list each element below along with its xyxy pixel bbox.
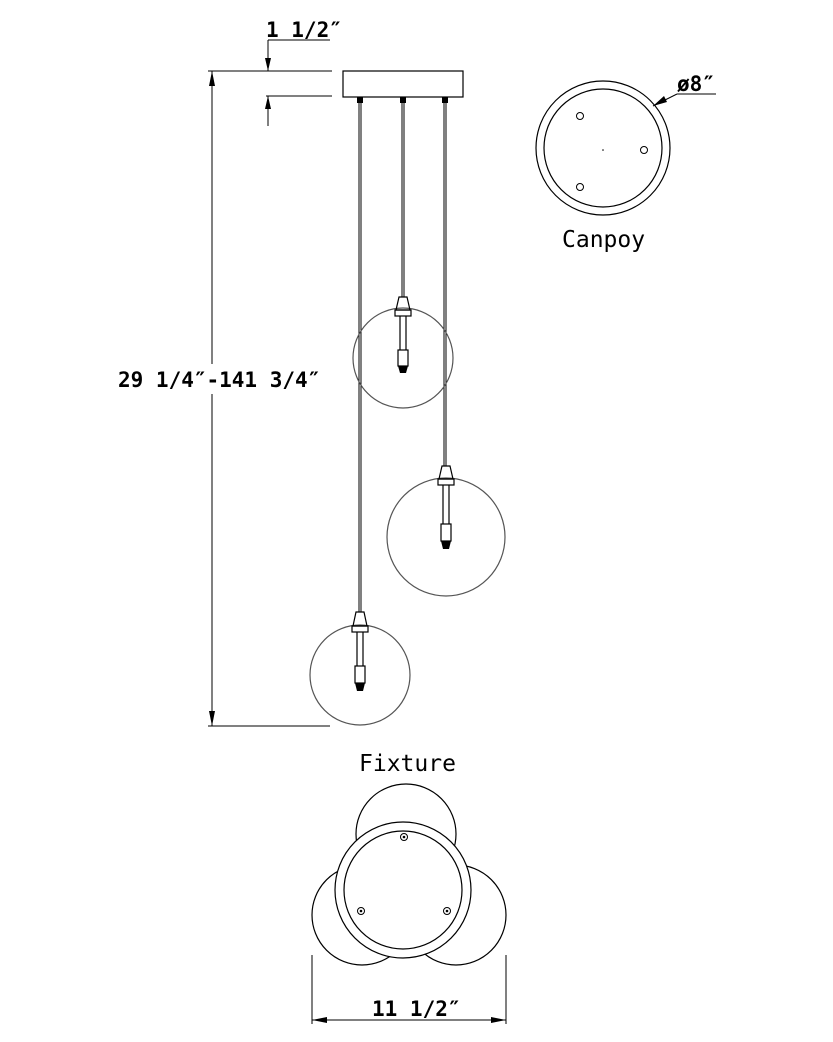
canopy-plate	[342, 70, 464, 98]
cord-grip-center	[400, 97, 406, 103]
globe-lower	[309, 624, 411, 726]
canopy-center-dot	[602, 149, 604, 151]
pendant-lower	[309, 611, 411, 726]
overall-height-label: 29 1/4″-141 3/4″	[118, 368, 320, 392]
bottom-canopy-inner	[343, 830, 463, 950]
canopy-top-view: ø8″ Canpoy	[535, 72, 716, 253]
canopy-title: Canpoy	[562, 227, 645, 253]
canopy-diameter-label: ø8″	[677, 72, 715, 96]
canopy-outer-ring	[535, 80, 671, 216]
overall-height-dimension: 29 1/4″-141 3/4″	[115, 70, 330, 727]
fixture-width-label: 11 1/2″	[372, 997, 461, 1021]
cord-grip-left	[357, 97, 363, 103]
globe-middle	[386, 477, 506, 597]
bottom-canopy-outer	[334, 821, 472, 959]
fixture-bottom-view: 11 1/2″	[311, 783, 507, 1024]
pendant-middle	[386, 465, 506, 597]
fixture-side-view: 1 1/2″ 29 1/4″-141 3/4″ Fixture	[115, 18, 506, 777]
canopy-inner-ring	[543, 88, 663, 208]
pendant-upper	[352, 296, 454, 409]
canopy-height-label: 1 1/2″	[266, 18, 342, 42]
canopy-hole-right	[640, 146, 648, 154]
fixture-title: Fixture	[359, 751, 456, 777]
pendant-cords	[358, 103, 447, 612]
cord-grip-right	[442, 97, 448, 103]
canopy-hole-top	[576, 112, 584, 120]
globe-upper	[352, 307, 454, 409]
canopy-height-dimension: 1 1/2″	[265, 18, 342, 126]
canopy-hole-bottom	[576, 183, 584, 191]
